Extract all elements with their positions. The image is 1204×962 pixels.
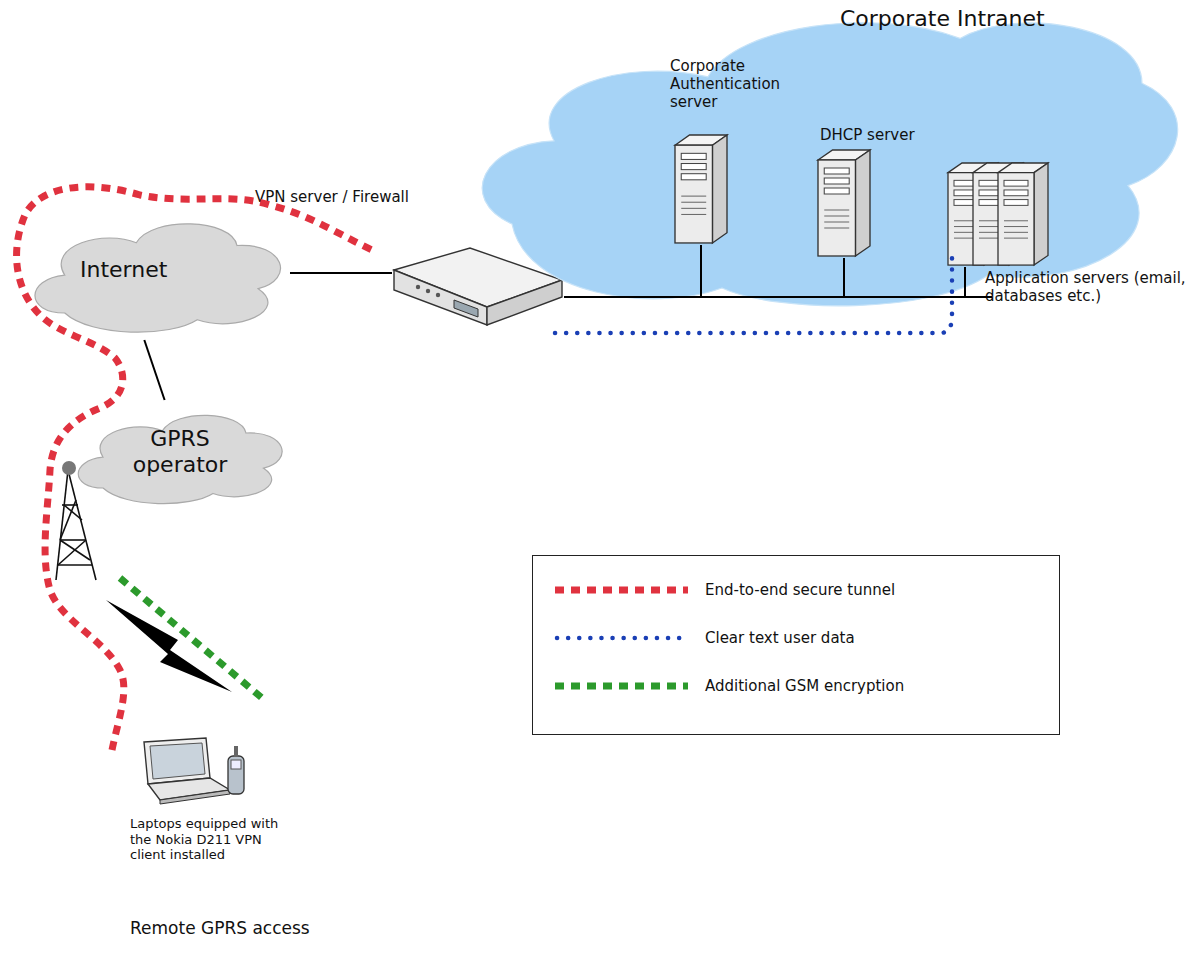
node-label: GPRS operator bbox=[115, 426, 245, 479]
node-label: DHCP server bbox=[820, 126, 940, 144]
legend-box: End-to-end secure tunnelClear text user … bbox=[532, 555, 1060, 735]
legend-text: Clear text user data bbox=[705, 629, 855, 647]
legend-row: Additional GSM encryption bbox=[553, 674, 1043, 698]
legend-row: End-to-end secure tunnel bbox=[553, 578, 1043, 602]
server-icon bbox=[948, 163, 1048, 267]
antenna-head bbox=[62, 461, 76, 475]
node-label: VPN server / Firewall bbox=[255, 188, 475, 206]
node-label: Laptops equipped with the Nokia D211 VPN… bbox=[130, 816, 295, 863]
server-node: Corporate Authentication server bbox=[675, 135, 727, 245]
laptop-node: Laptops equipped with the Nokia D211 VPN… bbox=[130, 738, 255, 813]
legend-sample bbox=[553, 626, 693, 650]
secure-tunnel-line bbox=[17, 187, 372, 750]
server-node: DHCP server bbox=[818, 150, 870, 258]
network-link bbox=[290, 272, 392, 274]
server-icon bbox=[675, 135, 727, 245]
gsm-encryption-line bbox=[120, 578, 262, 698]
laptop-icon bbox=[130, 738, 255, 813]
caption-label: Remote GPRS access bbox=[130, 918, 310, 938]
legend-sample bbox=[553, 674, 693, 698]
cloud-node: Internet bbox=[25, 205, 290, 340]
legend-text: End-to-end secure tunnel bbox=[705, 581, 895, 599]
legend-row: Clear text user data bbox=[553, 626, 1043, 650]
radio-link bbox=[106, 600, 232, 692]
legend-text: Additional GSM encryption bbox=[705, 677, 904, 695]
cloud-node: GPRS operator bbox=[70, 400, 290, 510]
node-label: Internet bbox=[80, 257, 210, 283]
node-label: Corporate Authentication server bbox=[670, 57, 810, 111]
legend-sample bbox=[553, 578, 693, 602]
network-link bbox=[144, 340, 164, 400]
intranet-cloud: Corporate IntranetCorporate Authenticati… bbox=[470, 0, 1170, 320]
node-label: Application servers (email, databases et… bbox=[985, 269, 1195, 305]
server-group-node: Application servers (email, databases et… bbox=[948, 163, 1048, 267]
node-label: Corporate Intranet bbox=[840, 6, 1100, 32]
server-icon bbox=[818, 150, 870, 258]
